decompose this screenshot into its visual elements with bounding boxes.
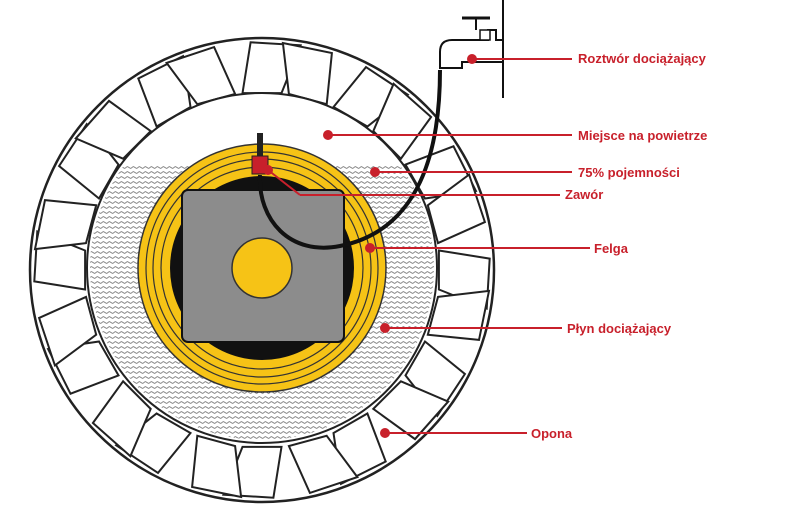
tread-lug xyxy=(91,379,152,458)
tread-lug xyxy=(191,434,243,499)
tire-treads xyxy=(33,41,491,499)
tread-lug xyxy=(37,295,98,368)
label-valve: Zawór xyxy=(565,187,603,202)
label-air-space: Miejsce na powietrze xyxy=(578,128,707,143)
leader-lines xyxy=(263,54,590,438)
label-tire: Opona xyxy=(531,426,573,441)
tread-lug xyxy=(57,122,120,201)
tread-lug xyxy=(287,434,360,495)
hose-icon xyxy=(257,69,442,250)
label-ballast-solution: Roztwór dociążający xyxy=(578,51,707,66)
tread-lug xyxy=(114,412,193,475)
rim xyxy=(137,143,387,393)
label-capacity: 75% pojemności xyxy=(578,165,680,180)
water-tap-icon xyxy=(439,0,504,98)
tread-lug xyxy=(426,172,487,245)
tread-lug xyxy=(33,199,98,251)
label-ballast-liquid: Płyn dociążający xyxy=(567,321,672,336)
hub xyxy=(231,237,293,299)
label-rim: Felga xyxy=(594,241,629,256)
tread-lug xyxy=(426,289,491,341)
tread-lug xyxy=(404,339,467,418)
tread-lug xyxy=(371,380,450,441)
